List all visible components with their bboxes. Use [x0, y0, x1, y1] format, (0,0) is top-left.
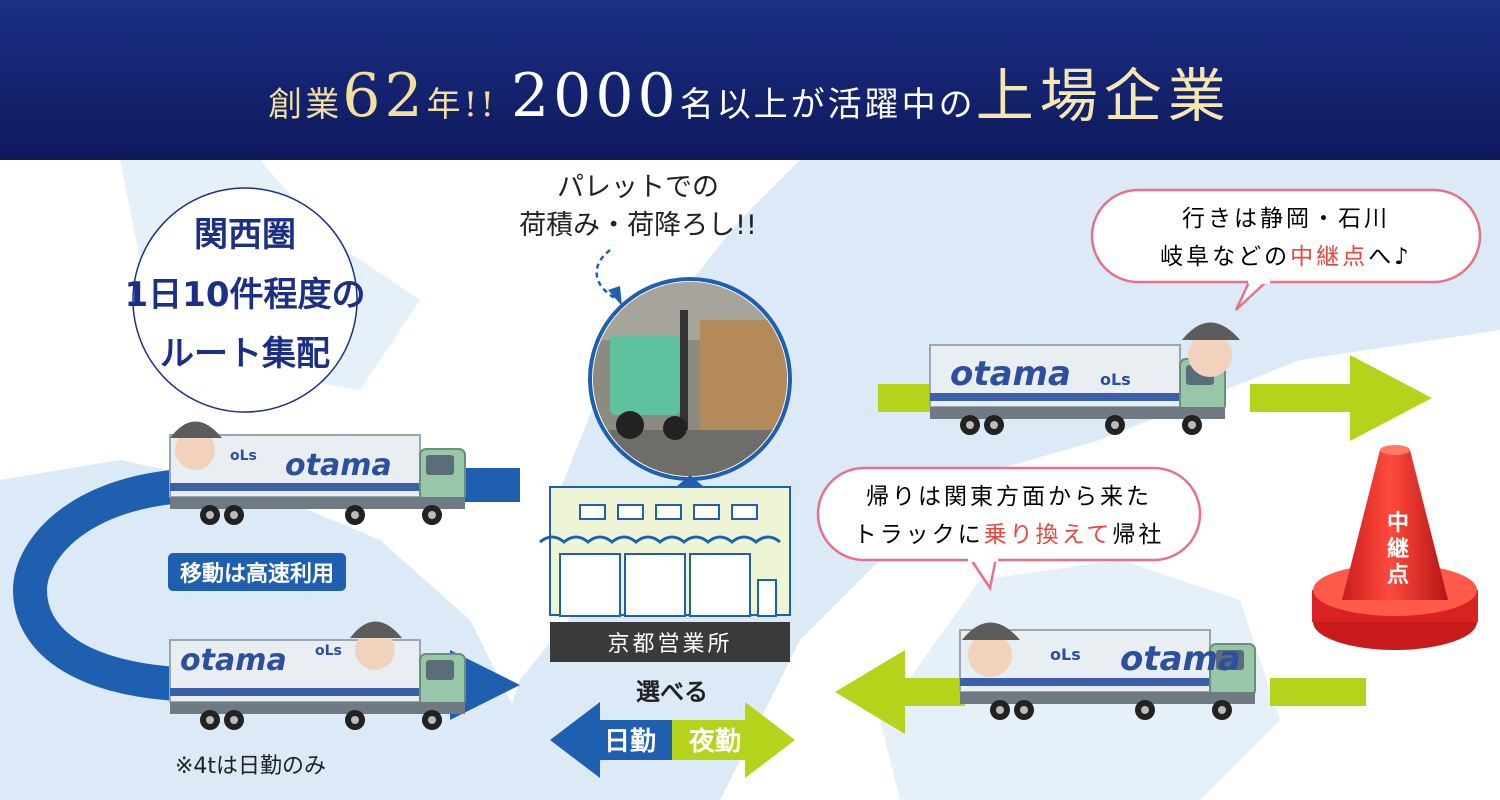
choose-label: 選べる	[636, 678, 708, 706]
speech-bubble-top: 行きは静岡・石川 岐阜などの中継点へ♪	[1090, 188, 1482, 311]
expressway-label: 移動は高速利用	[168, 553, 347, 591]
cone-label: 中継点	[1387, 511, 1409, 588]
badge-line3: ルート集配	[160, 334, 330, 374]
header-part2: 年!!	[426, 85, 497, 125]
truck-logo-text: oLs	[1050, 645, 1081, 664]
header-banner: 創業62年!! 2000名以上が活躍中の上場企業	[0, 0, 1500, 160]
truck-brand-text: otama	[950, 354, 1071, 394]
route-map: otama otama otama otama oLs oLs oLs oLs …	[0, 160, 1500, 800]
truck-logo-text: oLs	[1100, 370, 1131, 389]
bubble-mid-line2b: 帰社	[1112, 522, 1164, 548]
truck-brand-text: otama	[1120, 639, 1241, 679]
office-label: 京都営業所	[607, 632, 732, 657]
header-part1: 創業	[268, 85, 343, 125]
pallet-line2: 荷積み・荷降ろし!!	[519, 210, 757, 241]
bubble-mid-transfer: 乗り換えて	[984, 522, 1113, 548]
driver-face-icon	[170, 322, 1240, 677]
night-shift-label: 夜勤	[688, 726, 741, 757]
pallet-line1: パレットでの	[557, 172, 719, 203]
day-shift-label: 日勤	[604, 727, 656, 757]
bubble-top-line1: 行きは静岡・石川	[1182, 206, 1390, 232]
speech-bubble-mid: 帰りは関東方面から来た トラックに乗り換えて帰社	[816, 466, 1202, 592]
forklift-photo	[588, 277, 792, 481]
kyoto-office-building: 京都営業所	[539, 475, 791, 662]
truck-logo-text: oLs	[315, 643, 342, 659]
kansai-route-badge: 関西圏 1日10件程度の ルート集配	[125, 187, 366, 413]
header-count: 2000	[510, 61, 680, 131]
header-highlight: 上場企業	[975, 62, 1232, 130]
svg-text:岐阜などの中継点へ♪: 岐阜などの中継点へ♪	[1160, 244, 1412, 270]
bubble-mid-line1: 帰りは関東方面から来た	[866, 484, 1152, 510]
truck-brand-text: otama	[180, 643, 287, 678]
bubble-mid-line2a: トラックに	[854, 522, 984, 548]
badge-line1: 関西圏	[194, 215, 296, 255]
header-years: 62	[342, 61, 427, 131]
svg-text:トラックに乗り換えて帰社: トラックに乗り換えて帰社	[854, 522, 1165, 548]
bubble-top-relay: 中継点	[1290, 244, 1368, 270]
shift-selector: 日勤 夜勤	[550, 702, 795, 778]
truck-logo-text: oLs	[230, 448, 257, 464]
note-4t: ※4tは日勤のみ	[175, 754, 327, 779]
bubble-top-line2b: へ♪	[1368, 244, 1412, 270]
header-part3: 名以上が活躍中の	[679, 85, 976, 125]
truck-brand-text: otama	[285, 448, 392, 483]
pointer-arrow-icon	[595, 249, 616, 300]
bubble-top-line2a: 岐阜などの	[1160, 244, 1290, 270]
traffic-cone-icon: 中継点	[1312, 445, 1478, 650]
header-title: 創業62年!!2000名以上が活躍中の上場企業	[268, 66, 1231, 126]
badge-line2: 1日10件程度の	[125, 275, 366, 315]
